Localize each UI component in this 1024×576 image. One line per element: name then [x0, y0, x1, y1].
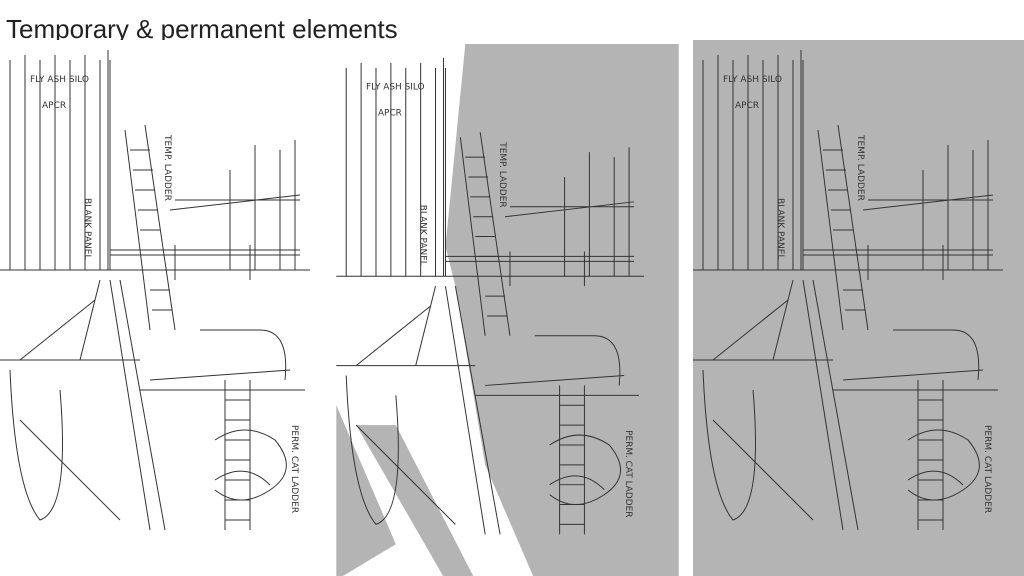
- label-temp-ladder: TEMP. LADDER: [162, 134, 172, 201]
- temporary-overlay: [336, 44, 679, 576]
- label-apcr: APCR: [735, 101, 759, 111]
- sketch-drawing: FLY ASH SILO APCR TEMP. LADDER BLANK PAN…: [0, 49, 311, 531]
- label-silo: FLY ASH SILO: [366, 83, 424, 93]
- sketch-original: FLY ASH SILO APCR TEMP. LADDER BLANK PAN…: [0, 40, 330, 576]
- sketch-drawing: FLY ASH SILO APCR TEMP. LADDER BLANK PAN…: [335, 44, 679, 576]
- sketch-permanent-highlight: FLY ASH SILO APCR TEMP. LADDER BLANK PAN…: [693, 40, 1024, 576]
- label-perm-ladder: PERM. CAT LADDER: [623, 430, 633, 517]
- label-apcr: APCR: [378, 108, 402, 118]
- label-blank-panel: BLANK PANEL: [82, 198, 92, 260]
- label-silo: FLY ASH SILO: [723, 75, 782, 85]
- sketch-drawing: FLY ASH SILO APCR TEMP. LADDER BLANK PAN…: [693, 49, 1004, 531]
- slide-title: Temporary & permanent elements: [6, 14, 398, 44]
- label-perm-ladder: PERM. CAT LADDER: [289, 425, 299, 513]
- label-temp-ladder: TEMP. LADDER: [497, 141, 507, 207]
- label-temp-ladder: TEMP. LADDER: [855, 134, 865, 201]
- label-silo: FLY ASH SILO: [30, 75, 89, 85]
- label-apcr: APCR: [42, 101, 66, 111]
- label-blank-panel: BLANK PANEL: [775, 198, 785, 260]
- label-perm-ladder: PERM. CAT LADDER: [982, 425, 992, 513]
- label-blank-panel: BLANK PANEL: [418, 205, 428, 266]
- sketch-temporary-highlight: FLY ASH SILO APCR TEMP. LADDER BLANK PAN…: [335, 44, 680, 576]
